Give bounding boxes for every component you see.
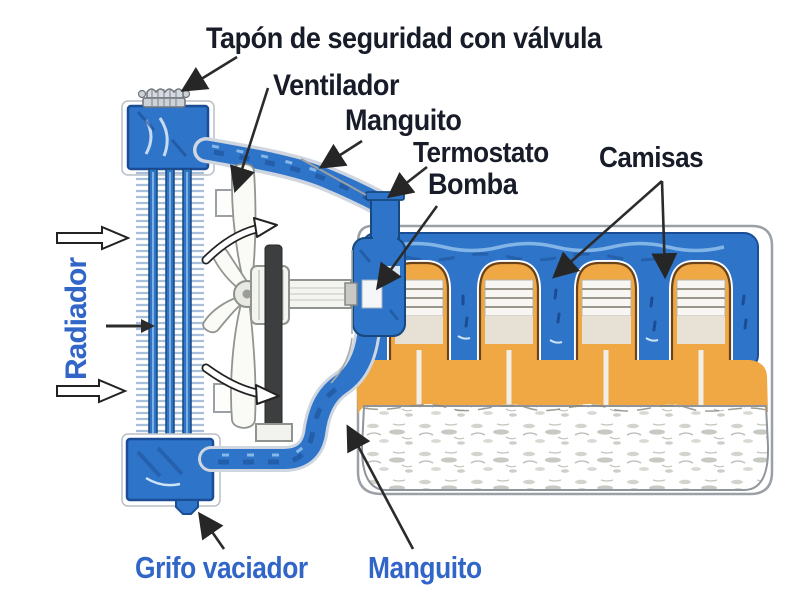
label-manguito-inferior: Manguito xyxy=(368,550,482,585)
leader-arrows xyxy=(180,55,678,550)
radiador-pointer-arrow xyxy=(106,319,155,333)
label-bomba: Bomba xyxy=(428,168,518,201)
bottom-tank-shading xyxy=(136,446,184,478)
belt-base xyxy=(255,423,293,442)
arrow-camisas-right xyxy=(651,180,678,280)
jacket-highlight xyxy=(387,241,725,253)
radiator-cap xyxy=(137,88,191,108)
jacket-shading xyxy=(404,252,666,262)
arrow-camisas-left xyxy=(552,180,663,279)
air-in-arrow-bottom xyxy=(56,378,128,404)
label-camisas: Camisas xyxy=(599,142,704,174)
radiator-tubes xyxy=(148,168,192,440)
fan-airflow-bottom xyxy=(201,363,280,405)
shaft-coupler xyxy=(344,282,358,306)
pushrods xyxy=(416,350,704,412)
radiator xyxy=(121,88,221,515)
drain-tap xyxy=(175,499,199,515)
label-termostato: Termostato xyxy=(413,137,549,169)
engine-block-lower xyxy=(356,360,768,414)
label-manguito-superior: Manguito xyxy=(345,104,462,137)
radiator-bottom-tank xyxy=(125,437,215,502)
arrow-manguito-superior xyxy=(318,139,363,169)
fan-hub-nut xyxy=(242,289,252,299)
arrow-grifo xyxy=(198,511,226,550)
arrow-tapon xyxy=(180,55,238,92)
fan-airflow-top xyxy=(201,217,278,265)
airflow-arrows xyxy=(56,217,280,405)
bottom-tank-glint xyxy=(145,476,181,487)
water-pump xyxy=(352,191,406,337)
label-grifo-vaciador: Grifo vaciador xyxy=(135,550,308,585)
label-tapon: Tapón de seguridad con válvula xyxy=(206,22,602,55)
air-in-arrow-top xyxy=(56,225,131,251)
arrow-termostato xyxy=(386,165,428,199)
oil-boundary xyxy=(363,403,767,412)
label-ventilador: Ventilador xyxy=(273,69,400,102)
tank-shading xyxy=(136,111,188,157)
lower-hose xyxy=(198,311,383,472)
coolant-glints xyxy=(457,335,659,344)
arrow-manguito-inferior xyxy=(346,424,415,550)
arrow-bomba xyxy=(375,205,439,291)
label-radiador: Radiador xyxy=(60,257,93,380)
coolant-ticks xyxy=(461,288,748,332)
fan-belt xyxy=(264,244,283,430)
arrow-ventilador xyxy=(229,87,270,193)
thermostat-neck xyxy=(365,191,405,201)
crankcase xyxy=(360,405,770,491)
